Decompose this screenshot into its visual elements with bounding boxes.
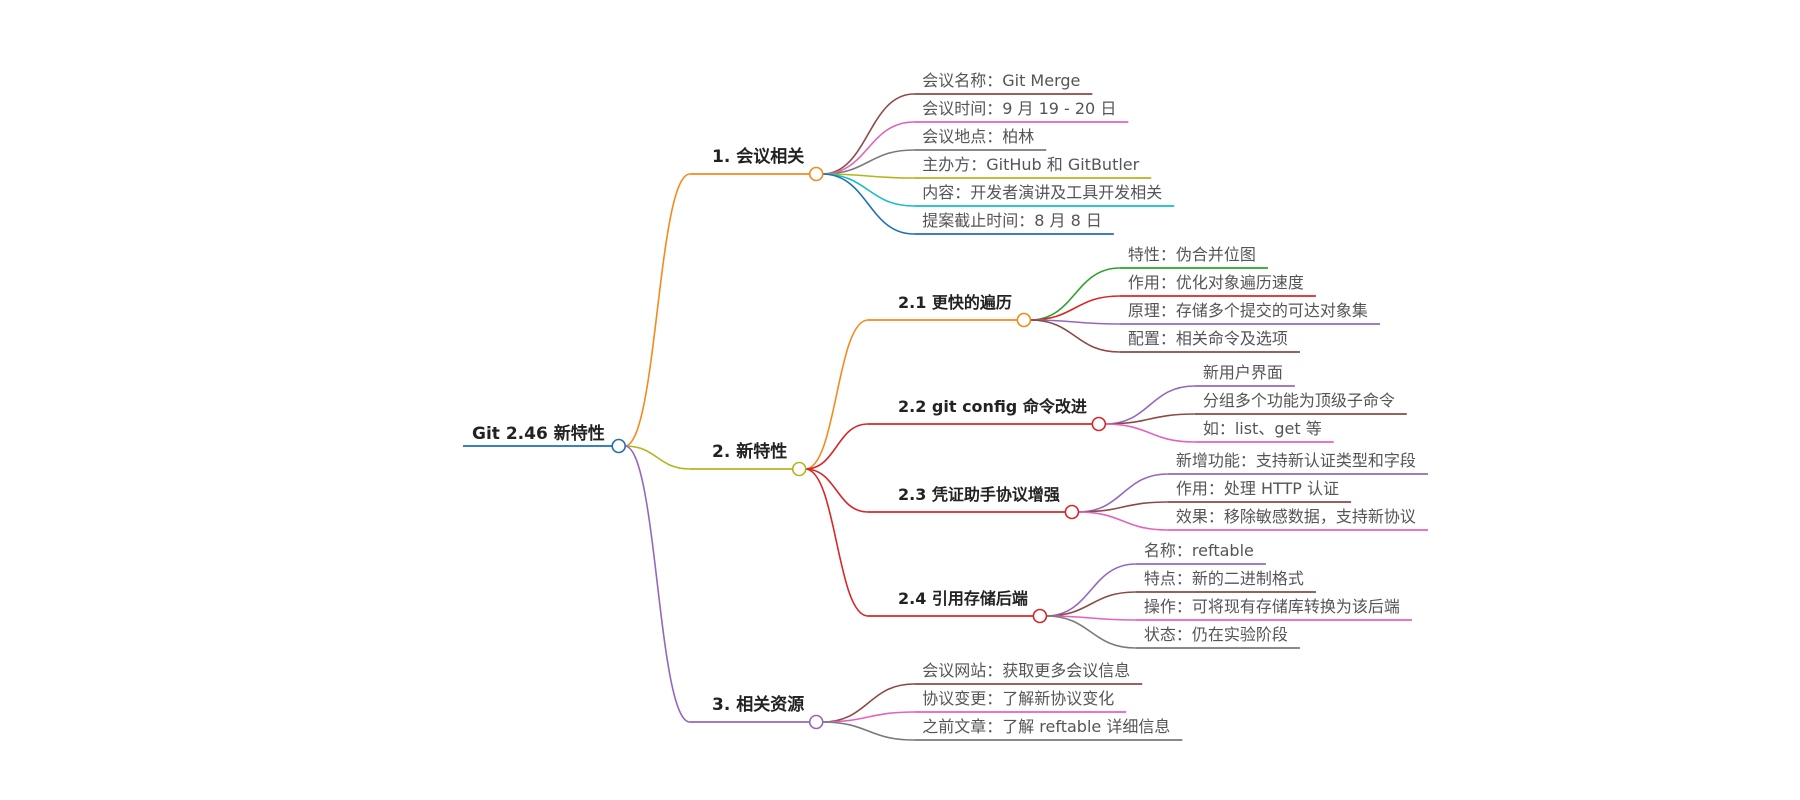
branch-1-leaf-6-label: 提案截止时间：8 月 8 日 (922, 211, 1102, 230)
branch-2-topic-1-label: 2.1 更快的遍历 (898, 293, 1012, 312)
branch-2-label: 2. 新特性 (712, 441, 787, 462)
branch-2-topic-3-leaf-1-label: 新增功能：支持新认证类型和字段 (1176, 451, 1416, 470)
branch-2-topic-1-leaf-2-label: 作用：优化对象遍历速度 (1128, 273, 1304, 292)
branch-2-topic-3-label: 2.3 凭证助手协议增强 (898, 485, 1060, 504)
branch-2-topic-3-leaf-3-connector (1077, 511, 1168, 531)
root-node-collapse-toggle[interactable] (611, 438, 627, 454)
branch-2-topic-4-leaf-4-label: 状态：仍在实验阶段 (1144, 625, 1288, 644)
branch-1-leaf-2-connector (822, 121, 915, 175)
branch-3-leaf-2-connector (822, 711, 915, 723)
branch-2-topic-2-leaf-1-label: 新用户界面 (1203, 363, 1283, 382)
branch-2-topic-4-leaf-1-label: 名称：reftable (1144, 541, 1254, 560)
branch-2-topic-4-leaf-3-label: 操作：可将现有存储库转换为该后端 (1144, 597, 1400, 616)
branch-2-topic-1-leaf-2-connector (1029, 295, 1120, 321)
branch-2-topic-2-leaf-2-label: 分组多个功能为顶级子命令 (1203, 391, 1395, 410)
branch-2-topic-4-leaf-2-connector (1045, 591, 1136, 617)
branch-2-topic-2-label: 2.2 git config 命令改进 (898, 397, 1087, 416)
branch-1-leaf-5-label: 内容：开发者演讲及工具开发相关 (922, 183, 1162, 202)
branch-2-collapse-toggle[interactable] (791, 461, 807, 477)
branch-2-topic-3-leaf-3-label: 效果：移除敏感数据，支持新协议 (1176, 507, 1416, 526)
root-node-label: Git 2.46 新特性 (472, 423, 605, 444)
branch-1-leaf-4-label: 主办方：GitHub 和 GitButler (922, 155, 1139, 174)
node-layer: Git 2.46 新特性 1. 会议相关 会议名称：Git Merge 会议时间：9 … (472, 71, 1416, 736)
branch-2-topic-1-leaf-3-label: 原理：存储多个提交的可达对象集 (1128, 301, 1368, 320)
branch-2-topic-1-leaf-1-label: 特性：伪合并位图 (1128, 245, 1256, 264)
branch-3-leaf-3-label: 之前文章：了解 reftable 详细信息 (922, 717, 1170, 736)
branch-2-topic-3-connector (805, 468, 869, 513)
connector-layer (463, 93, 1428, 741)
branch-1-label: 1. 会议相关 (712, 146, 804, 167)
branch-2-topic-4-connector (805, 468, 869, 617)
branch-1-leaf-3-connector (822, 149, 915, 175)
branch-2-topic-4-leaf-4-connector (1045, 615, 1136, 649)
branch-3-label: 3. 相关资源 (712, 694, 804, 715)
branch-3-leaf-1-connector (822, 683, 915, 723)
branch-2-topic-2-connector (805, 423, 869, 470)
branch-1-leaf-1-connector (822, 93, 915, 175)
branch-2-topic-1-connector (805, 319, 869, 470)
branch-2-topic-1-leaf-4-label: 配置：相关命令及选项 (1128, 329, 1288, 348)
branch-2-topic-3-collapse-toggle[interactable] (1064, 504, 1080, 520)
branch-3-leaf-1-label: 会议网站：获取更多会议信息 (922, 661, 1130, 680)
branch-1-leaf-3-label: 会议地点：柏林 (922, 127, 1034, 146)
branch-2-topic-4-leaf-1-connector (1045, 563, 1136, 617)
branch-2-topic-4-label: 2.4 引用存储后端 (898, 589, 1028, 608)
branch-2-topic-1-collapse-toggle[interactable] (1016, 312, 1032, 328)
branch-1-leaf-2-label: 会议时间：9 月 19 - 20 日 (922, 99, 1116, 118)
branch-2-topic-3-leaf-2-label: 作用：处理 HTTP 认证 (1176, 479, 1339, 498)
branch-2-connector (624, 445, 691, 470)
branch-1-leaf-1-label: 会议名称：Git Merge (922, 71, 1080, 90)
branch-2-topic-2-leaf-1-connector (1104, 385, 1195, 425)
branch-1-collapse-toggle[interactable] (808, 166, 824, 182)
branch-2-topic-4-leaf-2-label: 特点：新的二进制格式 (1144, 569, 1304, 588)
branch-2-topic-1-leaf-4-connector (1029, 319, 1120, 353)
branch-2-topic-2-collapse-toggle[interactable] (1091, 416, 1107, 432)
branch-1-leaf-5-connector (822, 173, 915, 207)
branch-2-topic-1-leaf-1-connector (1029, 267, 1120, 321)
branch-2-topic-3-leaf-1-connector (1077, 473, 1168, 513)
branch-3-connector (624, 445, 691, 723)
branch-2-topic-2-leaf-3-label: 如：list、get 等 (1203, 419, 1322, 438)
branch-3-leaf-2-label: 协议变更：了解新协议变化 (922, 689, 1114, 708)
branch-2-topic-2-leaf-3-connector (1104, 423, 1195, 443)
branch-3-leaf-3-connector (822, 721, 915, 741)
branch-1-connector (624, 173, 691, 447)
branch-1-leaf-6-connector (822, 173, 915, 235)
branch-2-topic-4-collapse-toggle[interactable] (1032, 608, 1048, 624)
branch-3-collapse-toggle[interactable] (808, 714, 824, 730)
